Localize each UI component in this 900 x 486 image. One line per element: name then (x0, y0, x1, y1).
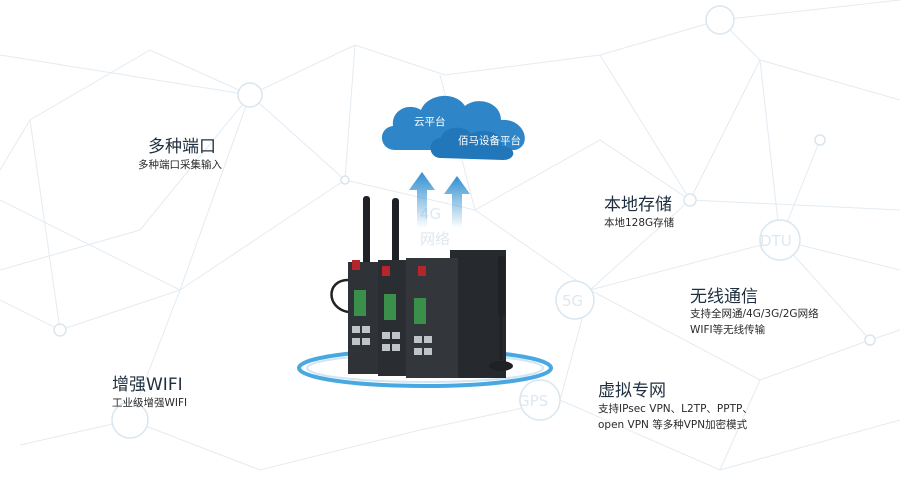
device-platform-label: 佰马设备平台 (458, 135, 521, 147)
storage-description: 本地128G存储 (604, 217, 675, 229)
gps-label: GPS (518, 392, 549, 410)
ports-description: 多种端口采集输入 (138, 159, 222, 171)
network-label: 网络 (420, 230, 451, 248)
vpn-title: 虚拟专网 (598, 381, 666, 401)
router-device-image (297, 196, 553, 388)
vpn-description-line2: open VPN 等多种VPN加密模式 (598, 419, 748, 431)
cloud-icon (381, 95, 525, 160)
wireless-description-line2: WIFI等无线传输 (690, 324, 766, 336)
wifi-title: 增强WIFI (112, 375, 183, 395)
storage-title: 本地存储 (604, 195, 672, 215)
wireless-description-line1: 支持全网通/4G/3G/2G网络 (690, 308, 819, 320)
ports-title: 多种端口 (148, 137, 216, 157)
cloud-platform-label: 云平台 (414, 116, 446, 128)
vpn-description-line1: 支持IPsec VPN、L2TP、PPTP、 (598, 403, 753, 415)
wireless-title: 无线通信 (690, 287, 758, 307)
upload-arrows-icon (409, 172, 470, 228)
5g-label: 5G (562, 292, 584, 310)
dtu-label: DTU (760, 232, 792, 250)
wifi-description: 工业级增强WIFI (112, 397, 188, 409)
